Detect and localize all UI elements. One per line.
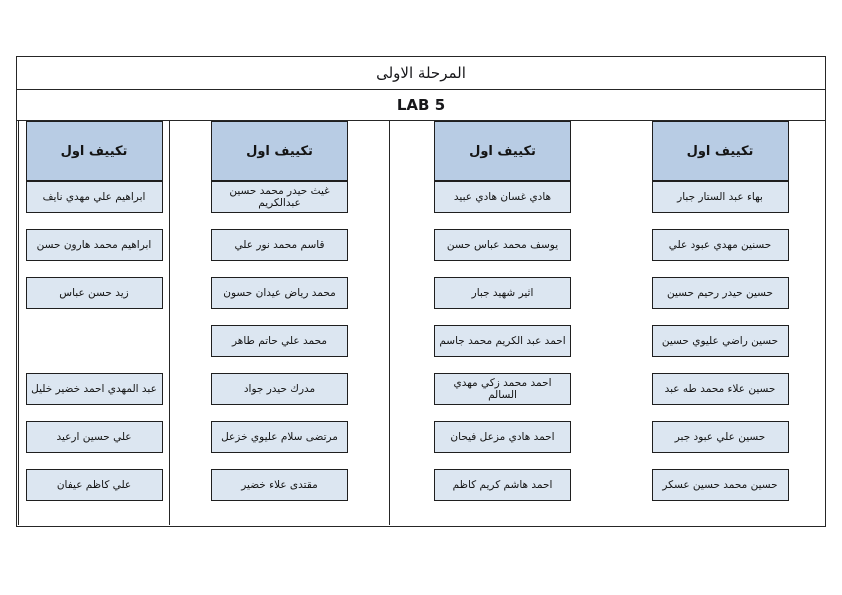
group-column-1: تكييف اول بهاء عبد الستار جبار حسنين مهد…	[615, 121, 825, 525]
page-title: المرحلة الاولى	[376, 64, 466, 82]
student-cell: عبد المهدي احمد خضير خليل	[25, 373, 163, 405]
student-cell: حسين حيدر رحيم حسين	[651, 277, 789, 309]
student-cell: مرتضى سلام عليوي خزعل	[211, 421, 348, 453]
student-cell: ابراهيم محمد هارون حسن	[25, 229, 163, 261]
student-cell: علي حسين ارعيد	[25, 421, 163, 453]
student-cell: حسين علي عبود جبر	[651, 421, 789, 453]
group-column-4: تكييف اول ابراهيم علي مهدي نايف ابراهيم …	[18, 121, 169, 525]
student-cell: ابراهيم علي مهدي نايف	[25, 181, 163, 213]
group-header-3: تكييف اول	[211, 121, 348, 181]
student-cell: احمد هادي مزعل فيحان	[434, 421, 571, 453]
document-title-row: المرحلة الاولى	[17, 57, 825, 90]
student-cell: يوسف محمد عباس حسن	[434, 229, 571, 261]
student-cell: قاسم محمد نور علي	[211, 229, 348, 261]
group-column-4-stack: تكييف اول ابراهيم علي مهدي نايف ابراهيم …	[25, 121, 163, 501]
student-cell: مدرك حيدر جواد	[211, 373, 348, 405]
student-cell: حسين علاء محمد طه عبد	[651, 373, 789, 405]
group-header-2: تكييف اول	[434, 121, 571, 181]
student-cell: اثير شهيد جبار	[434, 277, 571, 309]
lab-subtitle: LAB 5	[396, 96, 446, 114]
student-cell: احمد محمد زكي مهدي السالم	[434, 373, 571, 405]
student-cell: علي كاظم عيفان	[25, 469, 163, 501]
student-cell: زيد حسن عباس	[25, 277, 163, 309]
group-column-2-stack: تكييف اول هادي غسان هادي عبيد يوسف محمد …	[434, 121, 571, 501]
group-column-2: تكييف اول هادي غسان هادي عبيد يوسف محمد …	[389, 121, 615, 525]
group-header-1: تكييف اول	[651, 121, 789, 181]
student-cell: محمد رياض عيدان حسون	[211, 277, 348, 309]
document-subtitle-row: LAB 5	[17, 90, 825, 121]
table-frame: المرحلة الاولى LAB 5 تكييف اول بهاء عبد …	[16, 56, 826, 527]
student-cell: غيث حيدر محمد حسين عبدالكريم	[211, 181, 348, 213]
student-cell: حسنين مهدي عبود علي	[651, 229, 789, 261]
group-header-4: تكييف اول	[25, 121, 163, 181]
student-cell: محمد علي حاتم طاهر	[211, 325, 348, 357]
student-cell: احمد هاشم كريم كاظم	[434, 469, 571, 501]
student-cell-empty	[26, 325, 163, 357]
student-cell: احمد عبد الكريم محمد جاسم	[434, 325, 571, 357]
group-column-3-stack: تكييف اول غيث حيدر محمد حسين عبدالكريم ق…	[211, 121, 348, 501]
student-cell: هادي غسان هادي عبيد	[434, 181, 571, 213]
student-cell: بهاء عبد الستار جبار	[651, 181, 789, 213]
group-column-3: تكييف اول غيث حيدر محمد حسين عبدالكريم ق…	[169, 121, 389, 525]
student-cell: مقتدى علاء خضير	[211, 469, 348, 501]
groups-grid: تكييف اول بهاء عبد الستار جبار حسنين مهد…	[17, 121, 825, 525]
student-cell: حسين راضي عليوي حسين	[651, 325, 789, 357]
student-cell: حسين محمد حسين عسكر	[651, 469, 789, 501]
group-column-1-stack: تكييف اول بهاء عبد الستار جبار حسنين مهد…	[651, 121, 789, 501]
